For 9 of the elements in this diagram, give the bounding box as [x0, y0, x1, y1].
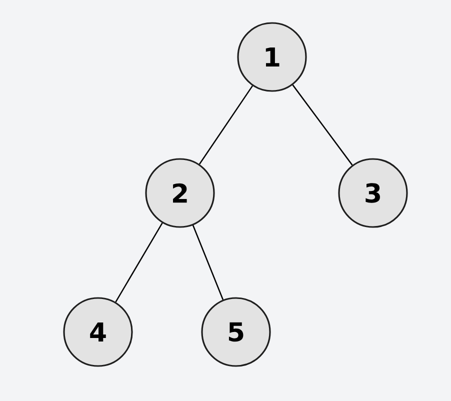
tree-node: 5 [201, 297, 271, 367]
tree-edge [198, 85, 254, 165]
tree-edge [192, 225, 224, 300]
tree-node: 1 [237, 22, 307, 92]
tree-node: 2 [145, 158, 215, 228]
tree-node: 3 [338, 158, 408, 228]
tree-node: 4 [63, 297, 133, 367]
tree-edge [115, 222, 163, 302]
tree-edge [292, 84, 353, 166]
